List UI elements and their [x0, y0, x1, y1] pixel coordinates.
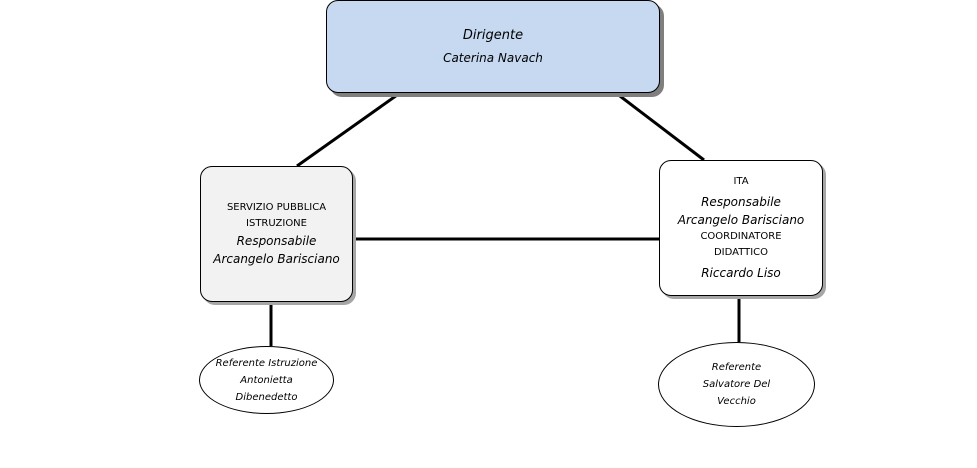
referente-istruzione-line3: Dibenedetto	[235, 391, 298, 403]
ita-name: Arcangelo Barisciano	[677, 213, 805, 227]
dirigente-box: Dirigente Caterina Navach	[326, 0, 660, 93]
connector-dirigente-ita	[615, 91, 705, 162]
servizio-role: Responsabile	[236, 234, 317, 248]
ita-title: ITA	[733, 176, 749, 187]
referente-ita-line3: Vecchio	[717, 396, 756, 407]
referente-istruzione-line2: Antonietta	[240, 374, 293, 386]
ita-role: Responsabile	[701, 195, 781, 209]
servizio-title-line1: SERVIZIO PUBBLICA	[226, 202, 327, 213]
referente-ita-line2: Salvatore Del	[702, 379, 771, 390]
dirigente-title: Dirigente	[462, 27, 524, 43]
ita-coord-line2: DIDATTICO	[713, 247, 769, 258]
servizio-title-line2: ISTRUZIONE	[246, 218, 307, 229]
connector-dirigente-servizio	[296, 91, 401, 168]
referente-istruzione-line1: Referente Istruzione	[215, 357, 318, 369]
dirigente-name: Caterina Navach	[443, 50, 543, 65]
ita-box: ITA Responsabile Arcangelo Barisciano CO…	[659, 160, 823, 296]
referente-ita-line1: Referente	[711, 362, 762, 373]
referente-istruzione-ellipse: Referente Istruzione Antonietta Dibenede…	[199, 346, 334, 414]
ita-coord-name: Riccardo Liso	[701, 266, 781, 280]
servizio-name: Arcangelo Barisciano	[213, 252, 340, 266]
ita-coord-line1: COORDINATORE	[700, 231, 782, 242]
referente-ita-ellipse: Referente Salvatore Del Vecchio	[658, 342, 815, 427]
servizio-box: SERVIZIO PUBBLICA ISTRUZIONE Responsabil…	[200, 166, 353, 302]
